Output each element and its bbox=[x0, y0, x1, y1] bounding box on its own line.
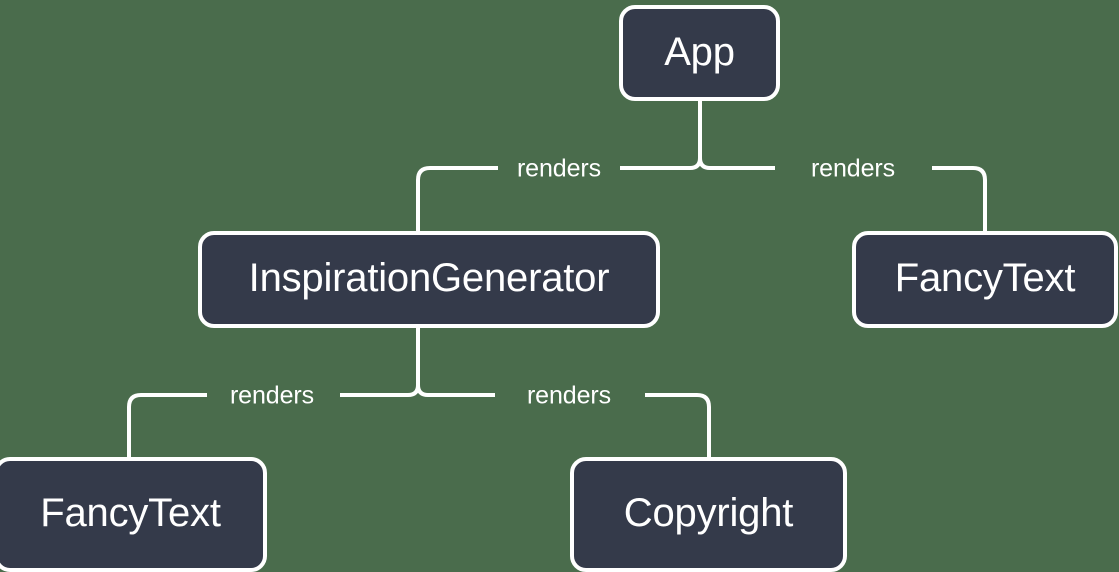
edge-app-to-fancytext-right-run bbox=[932, 166, 987, 231]
node-copyright[interactable]: Copyright bbox=[570, 457, 847, 572]
tree-connectors bbox=[127, 101, 987, 457]
edge-app-to-inspiration bbox=[620, 157, 702, 170]
edge-label-inspiration-generator-to-copyright: renders bbox=[526, 381, 612, 410]
edge-app-to-inspiration-left-run bbox=[416, 166, 498, 231]
edge-label-app-to-inspiration-generator: renders bbox=[516, 154, 602, 183]
edge-inspiration-to-copyright bbox=[416, 384, 495, 397]
node-fancytext-right-label: FancyText bbox=[894, 256, 1076, 300]
component-tree-diagram: App InspirationGenerator FancyText Fancy… bbox=[0, 5, 1118, 572]
edge-label-inspiration-generator-to-fancytext: renders bbox=[229, 381, 315, 410]
node-inspiration-generator[interactable]: InspirationGenerator bbox=[198, 231, 660, 328]
edge-inspiration-to-copyright-run bbox=[645, 393, 711, 457]
node-inspiration-generator-label: InspirationGenerator bbox=[248, 256, 610, 300]
node-app[interactable]: App bbox=[619, 5, 780, 101]
node-fancytext-bottom-left-label: FancyText bbox=[40, 491, 221, 535]
edge-inspiration-to-fancytext-run bbox=[127, 393, 207, 457]
edge-inspiration-to-fancytext bbox=[340, 384, 420, 397]
node-copyright-label: Copyright bbox=[623, 491, 794, 535]
edge-app-to-fancytext-right bbox=[698, 157, 775, 170]
edge-label-app-to-fancytext-right: renders bbox=[810, 154, 896, 183]
node-fancytext-bottom-left[interactable]: FancyText bbox=[0, 457, 267, 572]
node-app-label: App bbox=[664, 29, 735, 74]
node-fancytext-right[interactable]: FancyText bbox=[852, 231, 1118, 328]
